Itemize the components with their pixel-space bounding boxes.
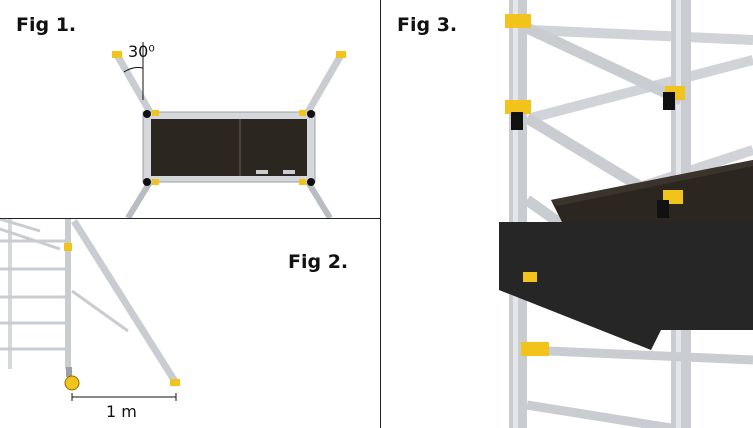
fig1-leg-left [125,180,153,218]
fig2-brace-1 [0,227,61,251]
vertical-divider [380,0,381,428]
fig1-clip-bl [152,179,159,185]
fig3-lower-rung [526,345,753,365]
fig1-stabiliser-left [113,53,154,114]
fig1-leg-right [305,180,333,218]
fig1-clip-br [299,179,306,185]
fig3-clamp-5 [521,342,549,356]
fig1-angle-arc [123,67,144,73]
fig1-hinge-left [256,170,268,174]
fig2-distance-label: 1 m [106,402,137,421]
fig3-drawing [499,0,753,428]
fig1-panel: Fig 1. 30⁰ [0,0,380,218]
fig2-drawing [0,219,180,401]
fig2-castor-stem [66,367,72,377]
fig2-clamp [64,243,72,251]
fig1-clip-tl [152,110,159,116]
fig1-label: Fig 1. [16,14,77,36]
fig1-hinge-right [283,170,295,174]
fig1-platform [151,119,307,176]
fig2-brace-2 [0,219,41,233]
fig3-clamp-6 [523,272,537,282]
fig1-clip-tr [299,110,306,116]
fig3-lower-brace [526,400,672,428]
fig3-clamp-2 [505,100,531,114]
fig3-clamp-1 [505,14,531,28]
fig1-clamp-tl [143,110,151,118]
fig2-stabiliser [71,219,179,385]
fig3-endcap-1 [511,112,523,130]
fig1-cap-left [112,51,122,58]
fig3-panel: Fig 3. [381,0,753,428]
fig1-angle-label: 30⁰ [128,42,155,61]
fig1-drawing [112,42,346,218]
fig3-toe-board [499,222,753,350]
fig3-label: Fig 3. [397,14,458,36]
fig2-label: Fig 2. [288,251,349,273]
fig3-rear-rail-mid [529,55,753,123]
fig2-castor-wheel [64,375,80,391]
fig2-stabiliser-strut [71,289,129,333]
horizontal-divider [0,218,380,219]
fig3-upright-left-highlight [513,0,518,428]
fig1-cap-right [336,51,346,58]
fig1-clamp-br [307,178,315,186]
fig1-clamp-bl [143,178,151,186]
fig3-endcap-2 [663,92,675,110]
fig3-endcap-3 [657,200,669,218]
fig3-platform-deck [551,160,753,240]
fig2-stabiliser-foot [170,379,180,386]
fig3-brace-1 [524,23,684,105]
fig1-stabiliser-right [304,53,345,114]
fig3-deck-edge [551,160,753,206]
fig1-clamp-tr [307,110,315,118]
fig2-panel: Fig 2. 1 m [0,219,380,428]
fig3-rear-rail-top [530,25,753,45]
